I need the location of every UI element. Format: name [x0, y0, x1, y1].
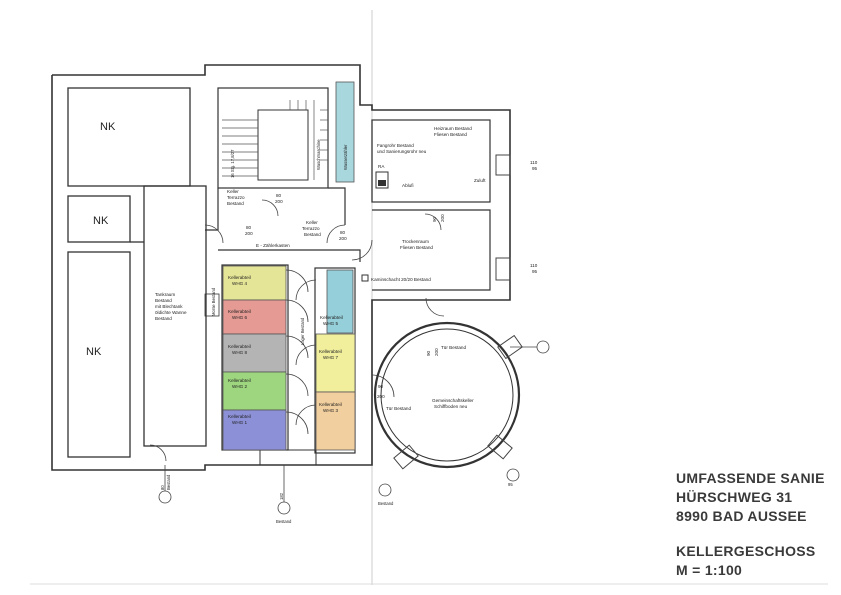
storage-label-whg3-b: WHG 3 — [323, 408, 339, 413]
gemein-label-1: Gemeinschaftskeller — [432, 398, 474, 403]
stair-treads — [222, 100, 328, 180]
dim-bestand-c: Bestand — [378, 501, 394, 506]
dim-200b: 200 — [245, 231, 253, 236]
tank-label-1: Tankraum — [155, 292, 175, 297]
title-project: UMFASSENDE SANIE — [676, 470, 825, 486]
dim-bestand-b: Bestand — [276, 519, 292, 524]
dim-95b: 95 — [532, 269, 538, 274]
storage-label-whg2-b: WHG 2 — [232, 384, 248, 389]
dim-110b: 110 — [530, 263, 538, 268]
keller-b-2: Terrazzo — [302, 226, 320, 231]
kamin-label: Kaminschacht 20/20 Bestand — [371, 277, 431, 282]
dim-80c: 80 — [340, 230, 346, 235]
storage-label-whg5-b: WHG 5 — [323, 321, 339, 326]
common-cellar-inner — [380, 328, 514, 462]
trocken-label-2: Fliesen Bestand — [400, 245, 433, 250]
tank-label-4: öldichte Wanne — [155, 310, 187, 315]
heiz-label-1: Heizraum Bestand — [434, 126, 472, 131]
nk-label-3: NK — [86, 346, 102, 358]
storage-label-whg6-b: WHG 6 — [232, 315, 248, 320]
dim-90a: 90 — [432, 216, 437, 222]
title-floor: KELLERGESCHOSS — [676, 543, 816, 559]
storage-whg3 — [315, 391, 356, 451]
dim-110a: 110 — [530, 160, 538, 165]
storage-label-whg8-a: Kellerabteil — [228, 344, 251, 349]
dim-200c: 200 — [339, 236, 347, 241]
storage-label-whg8-b: WHG 8 — [232, 350, 248, 355]
storage-label-whg4-b: WHG 4 — [232, 281, 248, 286]
dim-95c: 95 — [508, 482, 513, 487]
trocken-label-1: Trockenraum — [402, 239, 429, 244]
morse-box — [204, 293, 220, 317]
water-meter-shaft — [335, 81, 355, 183]
dim-182: 182 — [279, 492, 284, 500]
storage-whg8 — [222, 333, 287, 373]
storage-whg4 — [222, 265, 287, 301]
storage-label-whg7-b: WHG 7 — [323, 355, 339, 360]
keller-a-1: Keller — [227, 189, 239, 194]
tuer-label-1: Tür Bestand — [441, 345, 466, 350]
common-cellar-round — [373, 321, 521, 469]
fang-label-2: und Sanierungsrohr neu — [377, 149, 427, 154]
zuluft-label: Zuluft — [474, 178, 486, 183]
gemein-label-2: Schiffboden neu — [434, 404, 468, 409]
storage-whg7 — [315, 333, 356, 393]
dim-90c: 90 — [378, 384, 384, 389]
storage-label-whg7-a: Kellerabteil — [319, 349, 342, 354]
morse-label: Morse Bestand — [211, 287, 216, 316]
storage-whg6 — [222, 299, 287, 335]
storage-label-whg6-a: Kellerabteil — [228, 309, 251, 314]
keller-b-3: Bestand — [304, 232, 321, 237]
waschmaschine-label: Waschmaschine — [316, 139, 321, 170]
storage-label-whg4-a: Kellerabteil — [228, 275, 251, 280]
dim-bestand-a: Bestand — [166, 474, 171, 490]
ra-label: RA — [378, 164, 385, 169]
title-scale: M = 1:100 — [676, 562, 743, 578]
door-swings — [149, 199, 445, 462]
tank-label-5: Bestand — [155, 316, 172, 321]
dim-95a: 95 — [532, 166, 538, 171]
dim-200f: 200 — [377, 394, 385, 399]
dim-90b: 90 — [426, 350, 431, 356]
dim-200e: 200 — [434, 348, 439, 356]
ra-unit-fill — [378, 180, 386, 186]
title-street: HÜRSCHWEG 31 — [676, 489, 793, 505]
chimney-icon — [361, 274, 369, 282]
ablufi-label: Ablufi — [402, 183, 414, 188]
wasserzaehler-label: Wasserzähler — [343, 144, 348, 170]
tank-label-2: Bestand — [155, 298, 172, 303]
stair-label: 16 Stg. 17,8/27 — [230, 149, 235, 178]
keller-a-2: Terrazzo — [227, 195, 245, 200]
dim-200a: 200 — [275, 199, 283, 204]
tuer-label-2: Tür Bestand — [386, 406, 411, 411]
dim-80a: 80 — [276, 193, 282, 198]
storage-whg2 — [222, 371, 287, 411]
heiz-label-2: Fliesen Bestand — [434, 132, 467, 137]
storage-label-whg1-b: WHG 1 — [232, 420, 248, 425]
dim-80b: 80 — [246, 225, 252, 230]
storage-label-whg2-a: Kellerabteil — [228, 378, 251, 383]
nk-label-2: NK — [93, 215, 109, 227]
dim-80d: 80 — [160, 485, 165, 490]
fang-label-1: Fangrohr Bestand — [377, 143, 414, 148]
tank-label-3: mit Blechtank — [155, 304, 183, 309]
windows-right — [393, 154, 523, 470]
section-markers — [158, 340, 550, 515]
keller-a-3: Bestand — [227, 201, 244, 206]
storage-label-whg5-a: Kellerabteil — [320, 315, 343, 320]
lager-label: Lager Bestand — [300, 317, 305, 345]
zaehler-label: E - Zählerkasten — [256, 243, 290, 248]
ra-unit — [375, 171, 389, 189]
keller-b-1: Keller — [306, 220, 318, 225]
storage-whg5 — [326, 269, 354, 334]
storage-label-whg3-a: Kellerabteil — [319, 402, 342, 407]
storage-label-whg1-a: Kellerabteil — [228, 414, 251, 419]
title-city: 8990 BAD AUSSEE — [676, 508, 807, 524]
dim-200d: 200 — [440, 214, 445, 222]
nk-label-1: NK — [100, 121, 116, 133]
storage-whg1 — [222, 409, 287, 451]
